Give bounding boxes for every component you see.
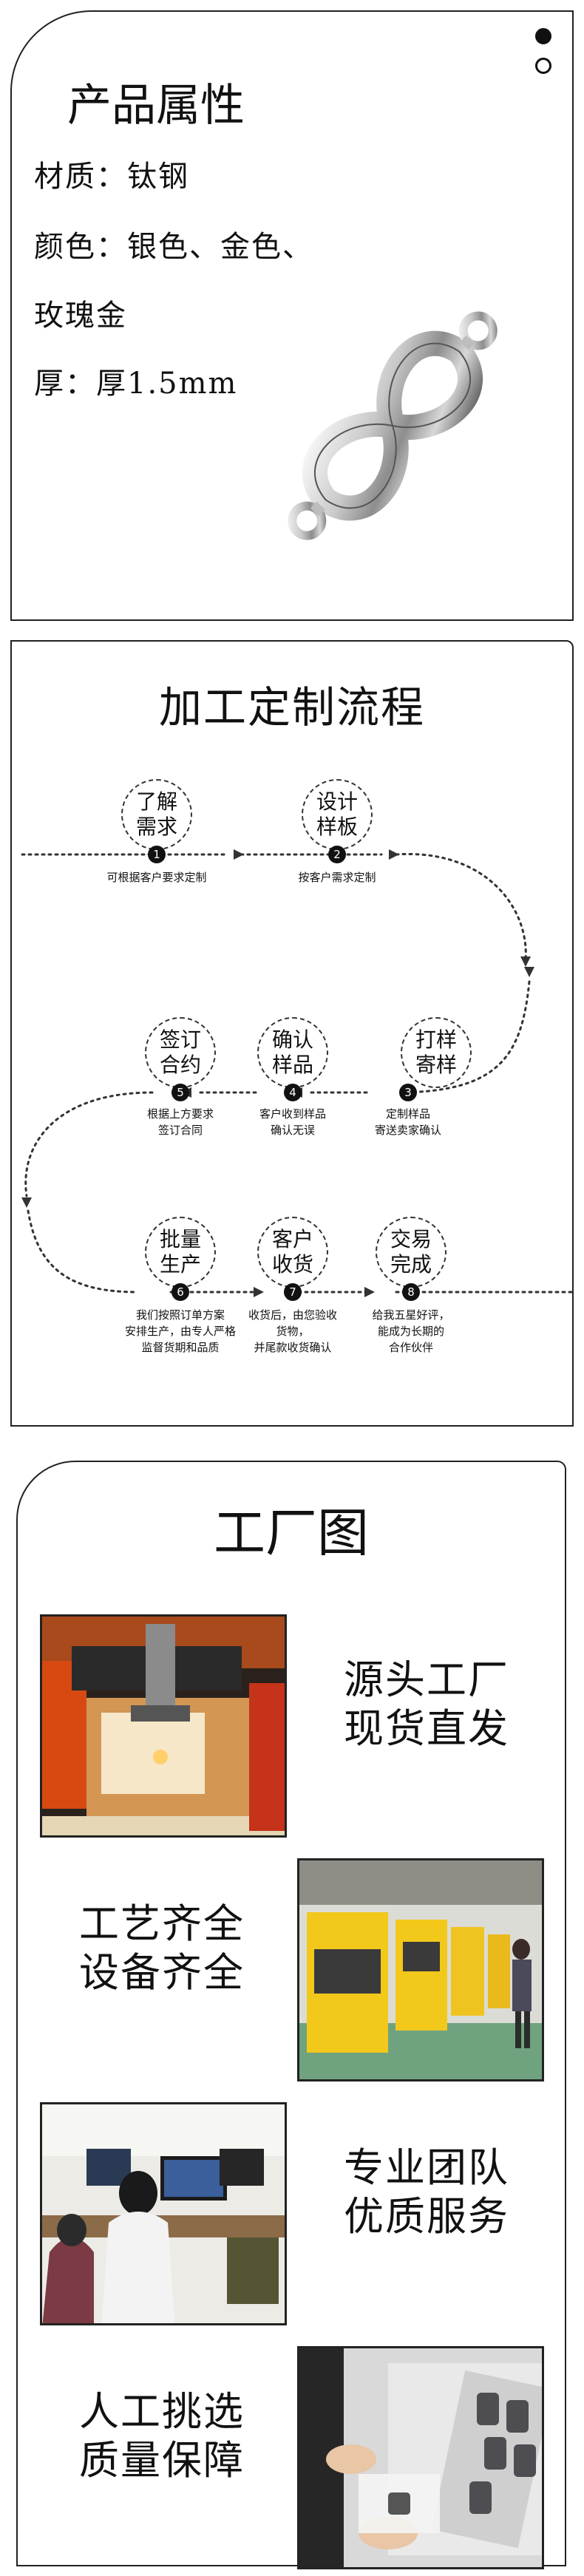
infinity-charm-image <box>288 311 498 540</box>
caption-line: 质量保障 <box>79 2437 245 2484</box>
step-label: 生产 <box>159 1252 201 1277</box>
step-number-badge: 2 <box>328 846 346 863</box>
decorative-dots <box>535 28 556 87</box>
caption-line: 优质服务 <box>344 2193 509 2240</box>
caption-line: 人工挑选 <box>79 2388 245 2435</box>
step-desc-line: 根据上方要求 <box>146 1107 214 1121</box>
step-description: 可根据客户要求定制 <box>83 869 231 886</box>
product-attributes-card: 产品属性 材质：钛钢 颜色：银色、金色、 玫瑰金 厚：厚1.5mm <box>10 10 574 621</box>
step-5-circle: 签订合约 <box>145 1017 216 1088</box>
office-team-illustration <box>42 2104 285 2323</box>
caption-line: 源头工厂 <box>344 1656 509 1703</box>
step-1-circle: 了解需求 <box>121 779 192 850</box>
step-label: 打样 <box>415 1027 457 1052</box>
filled-dot-icon <box>535 28 551 44</box>
caption-line: 工艺齐全 <box>79 1900 245 1947</box>
factory-photo-sorting <box>297 2346 544 2569</box>
step-desc-line: 客户收到样品 <box>259 1107 326 1121</box>
step-label: 设计 <box>316 789 358 814</box>
factory-title: 工厂图 <box>214 1503 369 1563</box>
material-line: 材质：钛钢 <box>34 160 189 194</box>
step-label: 合约 <box>159 1053 201 1077</box>
step-label: 样品 <box>271 1053 313 1077</box>
step-label: 交易 <box>390 1227 432 1251</box>
step-number-badge: 4 <box>284 1084 302 1101</box>
yellow-machines-illustration <box>299 1860 542 2079</box>
step-desc-line: 并尾款收货确认 <box>254 1341 332 1354</box>
step-label: 批量 <box>159 1227 201 1251</box>
step-number-badge: 1 <box>148 846 166 863</box>
step-4-circle: 确认样品 <box>257 1017 328 1088</box>
process-title: 加工定制流程 <box>158 682 425 733</box>
step-7-circle: 客户收货 <box>257 1217 328 1288</box>
step-desc-line: 我们按照订单方案 <box>135 1308 225 1322</box>
factory-caption-1: 源头工厂 现货直发 <box>305 1656 549 1753</box>
factory-caption-3: 专业团队 优质服务 <box>305 2144 549 2241</box>
step-desc-line: 可根据客户要求定制 <box>106 871 207 884</box>
step-3-circle: 打样寄样 <box>401 1017 472 1088</box>
step-desc-line: 签订合同 <box>157 1124 203 1137</box>
step-desc-line: 给我五星好评， <box>372 1308 450 1322</box>
step-2-circle: 设计样板 <box>302 779 373 850</box>
hollow-dot-icon <box>535 58 551 74</box>
step-number-badge: 8 <box>402 1283 420 1301</box>
attributes-title: 产品属性 <box>67 80 245 132</box>
step-label: 确认 <box>271 1027 313 1052</box>
step-label: 了解 <box>135 789 177 814</box>
step-6-circle: 批量生产 <box>145 1217 216 1288</box>
step-desc-line: 确认无误 <box>270 1124 315 1137</box>
step-label: 需求 <box>135 815 177 839</box>
process-card: 加工定制流程 <box>10 640 575 1427</box>
caption-line: 专业团队 <box>344 2144 509 2191</box>
step-desc-line: 安排生产，由专人严格 <box>124 1325 236 1338</box>
step-desc-line: 定制样品 <box>385 1107 430 1121</box>
step-description: 我们按照订单方案 安排生产，由专人严格 监督货期和品质 <box>106 1307 254 1356</box>
factory-caption-2: 工艺齐全 设备齐全 <box>33 1900 291 1997</box>
step-desc-line: 收货后，由您验收 <box>248 1308 337 1322</box>
step-description: 客户收到样品 确认无误 <box>219 1106 367 1138</box>
factory-card: 工厂图 源头工厂 现货直发 <box>16 1461 566 2569</box>
step-desc-line: 按客户需求定制 <box>298 871 376 884</box>
step-label: 样板 <box>316 815 358 839</box>
caption-line: 设备齐全 <box>79 1949 245 1996</box>
step-description: 给我五星好评， 能成为长期的 合作伙伴 <box>337 1307 485 1356</box>
caption-line: 现货直发 <box>344 1705 509 1752</box>
step-number-badge: 6 <box>172 1283 189 1301</box>
step-label: 签订 <box>159 1027 201 1052</box>
step-label: 完成 <box>390 1252 432 1277</box>
step-description: 定制样品 寄送卖家确认 <box>334 1106 482 1138</box>
step-number-badge: 3 <box>399 1084 417 1101</box>
step-label: 收货 <box>271 1252 313 1277</box>
laser-machine-illustration <box>42 1617 285 1835</box>
hand-sorting-illustration <box>299 2348 542 2567</box>
step-desc-line: 货物， <box>276 1325 310 1338</box>
step-number-badge: 5 <box>172 1084 189 1101</box>
factory-photo-laser <box>40 1614 287 1838</box>
step-desc-line: 监督货期和品质 <box>141 1341 220 1354</box>
factory-caption-4: 人工挑选 质量保障 <box>33 2388 291 2485</box>
step-8-circle: 交易完成 <box>376 1217 447 1288</box>
step-number-badge: 7 <box>284 1283 302 1301</box>
color-line-1: 颜色：银色、金色、 <box>34 230 313 264</box>
factory-photo-machines <box>297 1858 544 2081</box>
step-description: 根据上方要求 签订合同 <box>106 1106 254 1138</box>
step-label: 寄样 <box>415 1053 457 1077</box>
step-description: 收货后，由您验收 货物， 并尾款收货确认 <box>219 1307 367 1356</box>
step-label: 客户 <box>271 1227 313 1251</box>
step-desc-line: 合作伙伴 <box>388 1341 433 1354</box>
step-desc-line: 寄送卖家确认 <box>374 1124 441 1137</box>
color-line-2: 玫瑰金 <box>34 299 127 333</box>
thickness-line: 厚：厚1.5mm <box>34 367 238 401</box>
factory-photo-office <box>40 2102 287 2325</box>
step-description: 按客户需求定制 <box>263 869 411 886</box>
step-desc-line: 能成为长期的 <box>377 1325 444 1338</box>
